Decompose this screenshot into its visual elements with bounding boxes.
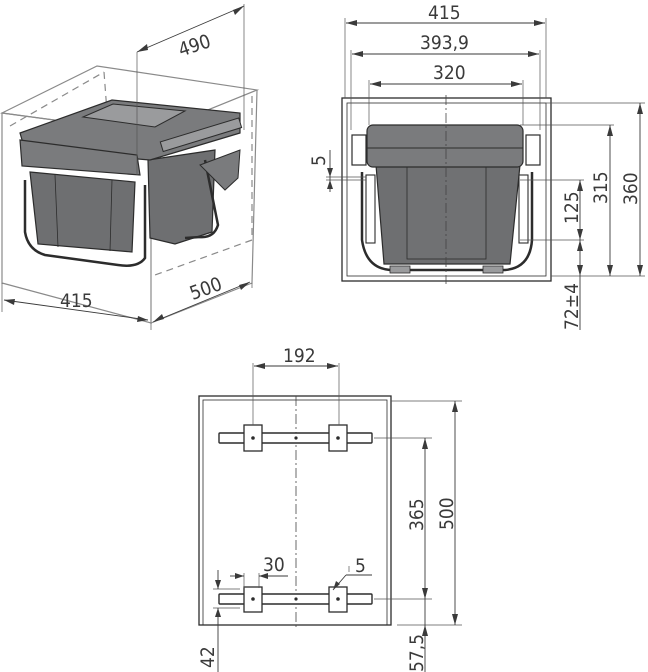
right-mount [518, 174, 529, 244]
front-lid [19, 139, 141, 176]
dim-depth-runner: 490 [176, 30, 214, 61]
cabinet-outline [341, 97, 552, 282]
dim-bottom-offset: 72±4 [561, 283, 583, 330]
lid-handle [81, 103, 187, 128]
left-mount [365, 174, 376, 244]
dim-width-415: 415 [60, 290, 93, 312]
dim-bin-height: 315 [590, 171, 612, 204]
bin-lid [366, 124, 524, 168]
dim-outer-width: 415 [428, 2, 461, 24]
cabinet-hidden-edge-2 [9, 71, 105, 127]
isometric-view: 490 415 500 [0, 4, 260, 330]
dim-front-offset: 42 [197, 646, 219, 668]
dim-rear-offset: 57,5 [406, 634, 428, 672]
dim-depth-500: 500 [187, 273, 225, 305]
front-bin [29, 171, 136, 253]
dim-cabinet-height: 360 [620, 172, 642, 205]
front-view: 415 393,9 320 5 125 [308, 2, 645, 330]
dim-cabinet-depth: 500 [436, 497, 458, 530]
wire-frame-rear [184, 159, 220, 240]
dim-inner-width: 393,9 [420, 32, 469, 54]
left-hinge [351, 134, 367, 166]
dim-offset-5: 5 [308, 155, 330, 166]
wire-frame [360, 172, 534, 272]
dim-hole-size: 5 [355, 555, 366, 577]
dim-rail-spacing: 365 [406, 498, 428, 531]
top-view: 192 365 500 57,5 30 5 [197, 345, 462, 672]
runner-rail [159, 117, 243, 153]
mounting-bracket [199, 149, 241, 191]
cabinet-floor-outline [198, 395, 392, 626]
right-hinge [525, 134, 541, 166]
wire-frame-front [23, 180, 147, 267]
dim-bracket-spacing-192: 192 [283, 345, 316, 367]
dim-bracket-width: 30 [263, 554, 285, 576]
cabinet-hidden-edge-3 [154, 96, 253, 276]
dim-bin-width: 320 [433, 62, 466, 84]
dim-bracket-spacing: 125 [561, 191, 583, 224]
